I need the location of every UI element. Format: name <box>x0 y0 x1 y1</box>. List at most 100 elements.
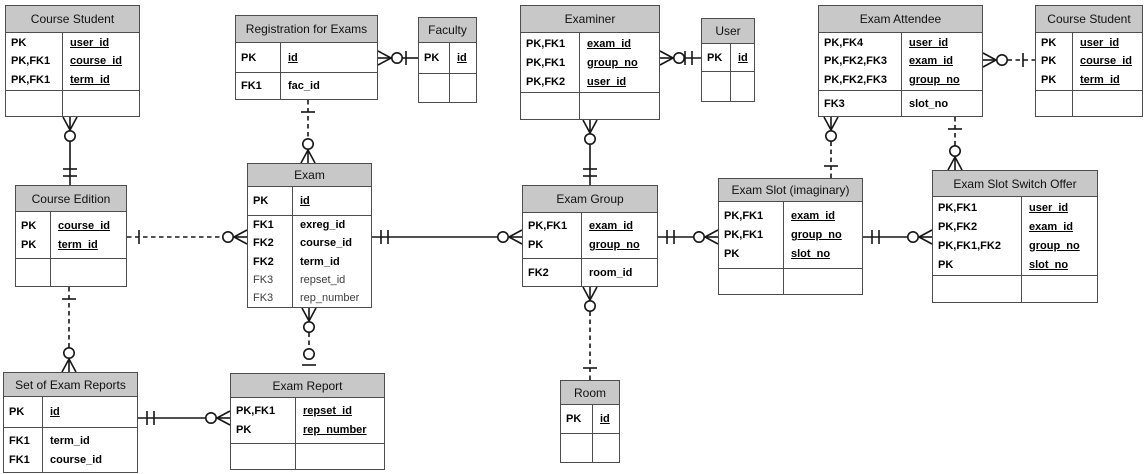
column-divider <box>783 269 784 294</box>
field-key: FK3 <box>253 273 274 286</box>
column-divider <box>581 259 582 286</box>
connector-registration-for-exams~exam <box>300 100 316 164</box>
table-section <box>719 268 862 294</box>
field-name: course_id <box>1080 55 1132 68</box>
column-divider <box>62 91 63 116</box>
table-section <box>561 433 619 462</box>
field-key: PK <box>424 52 440 64</box>
connector-registration-for-exams~faculty <box>377 50 418 66</box>
field-key: PK <box>11 37 27 50</box>
field-key: FK2 <box>253 237 274 250</box>
field-name: slot_no <box>1029 258 1069 271</box>
table-title: Exam Slot Switch Offer <box>933 171 1097 197</box>
column-divider <box>1021 197 1022 275</box>
table-section: PK id <box>419 43 476 73</box>
column-divider <box>42 428 43 472</box>
column-divider <box>783 202 784 268</box>
table-section <box>1036 90 1142 116</box>
column-divider <box>280 73 281 99</box>
field-key: PK <box>21 219 37 232</box>
field-name: term_id <box>70 73 110 86</box>
field-name: id <box>288 51 298 64</box>
field-name: term_id <box>58 238 98 251</box>
field-name: exam_id <box>589 220 634 232</box>
connector-course-edition~set-of-exam-reports <box>61 287 77 373</box>
connector-exam-attendee~exam-slot <box>823 116 839 178</box>
field-name: course_id <box>70 55 122 68</box>
column-divider <box>295 398 296 443</box>
field-name: slot_no <box>791 248 831 260</box>
table-title: Registration for Exams <box>236 16 377 43</box>
field-key: PK,FK1 <box>236 405 276 417</box>
field-name: exam_id <box>1029 220 1074 233</box>
column-divider <box>42 397 43 427</box>
column-divider <box>280 43 281 72</box>
field-key: FK3 <box>824 97 845 110</box>
field-key: FK1 <box>9 434 30 447</box>
field-key: FK2 <box>528 266 549 279</box>
field-name: id <box>457 52 467 64</box>
field-name: user_id <box>1080 37 1120 50</box>
table-title: User <box>702 19 754 44</box>
field-name: id <box>600 413 610 425</box>
table-section <box>231 443 384 469</box>
column-divider <box>292 187 293 215</box>
field-name: exam_id <box>587 37 632 50</box>
table-title: Faculty <box>419 18 476 43</box>
table-title: Exam Report <box>231 374 384 398</box>
table-title: Course Student <box>1036 6 1142 33</box>
field-name: group_no <box>909 73 960 86</box>
field-key: PK,FK2,FK3 <box>824 73 887 86</box>
field-key: PK <box>253 195 269 207</box>
field-name: repset_id <box>300 273 346 286</box>
field-key: PK,FK4 <box>824 37 864 50</box>
table-section <box>419 73 476 102</box>
field-name: rep_number <box>300 291 360 304</box>
column-divider <box>449 74 450 102</box>
field-name: exam_id <box>909 55 954 68</box>
field-key: FK1 <box>241 80 262 92</box>
table-title: Course Student <box>6 6 139 33</box>
column-divider <box>901 91 902 116</box>
field-name: term_id <box>1080 73 1120 86</box>
connector-course-student-tl~course-edition <box>62 116 78 185</box>
